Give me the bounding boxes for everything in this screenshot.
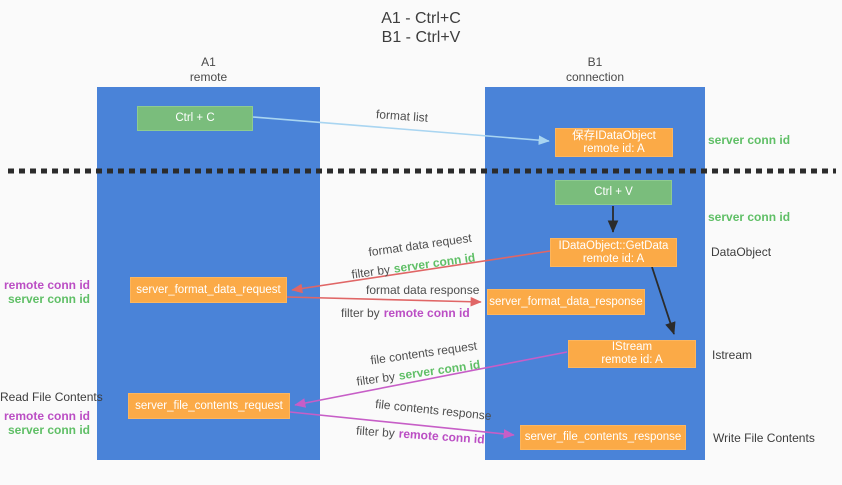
format-response-label: server_format_data_response (489, 295, 643, 308)
lane-a1-title: A1 (201, 55, 216, 69)
node-server-file-contents-response: server_file_contents_response (520, 425, 686, 450)
node-save-idataobject: 保存IDataObject remote id: A (555, 128, 673, 157)
node-istream: IStream remote id: A (568, 340, 696, 368)
file-response-label: server_file_contents_response (524, 431, 682, 443)
istream-line2: remote id: A (601, 354, 663, 366)
annot-remote-conn-id-mid: remote conn id (3, 278, 90, 292)
node-ctrl-v: Ctrl + V (555, 180, 672, 205)
save-idataobject-line1: 保存IDataObject (572, 129, 656, 142)
istream-line1: IStream (611, 341, 653, 353)
arrow-file-contents-response (289, 411, 515, 439)
arrow-format-data-response (286, 296, 482, 307)
node-server-format-data-response: server_format_data_response (487, 289, 645, 315)
title-line-2: B1 - Ctrl+V (381, 29, 461, 46)
annot-server-conn-id-bottom: server conn id (7, 423, 90, 437)
lane-b1-subtitle: connection (565, 70, 625, 84)
getdata-line2: remote id: A (582, 252, 645, 265)
node-server-format-data-request: server_format_data_request (130, 277, 287, 303)
lane-b1-title: B1 (587, 55, 603, 69)
annot-istream: Istream (712, 348, 753, 362)
filter-by-prefix: filter by (355, 423, 396, 441)
getdata-line1: IDataObject::GetData (558, 239, 669, 252)
annot-dataobject: DataObject (711, 245, 772, 259)
node-ctrl-c: Ctrl + C (137, 106, 253, 131)
arrow-format-data-request (291, 250, 551, 294)
annot-remote-conn-id-bottom: remote conn id (3, 409, 90, 423)
annot-server-conn-id-right-2: server conn id (708, 210, 791, 224)
node-idataobject-getdata: IDataObject::GetData remote id: A (550, 238, 677, 267)
arrow-format-list (252, 116, 550, 145)
annot-read-file-contents: Read File Contents (0, 390, 103, 404)
filter-by-prefix: filter by (341, 306, 380, 320)
save-idataobject-line2: remote id: A (583, 142, 645, 155)
annot-server-conn-id-mid: server conn id (7, 292, 90, 306)
annot-server-conn-id-right-1: server conn id (708, 133, 791, 147)
title-line-1: A1 - Ctrl+C (381, 10, 461, 27)
format-request-label: server_format_data_request (136, 283, 281, 296)
ctrl-v-label: Ctrl + V (594, 186, 633, 198)
lane-header-b1: B1 connection (485, 55, 705, 85)
annot-write-file-contents: Write File Contents (713, 431, 815, 445)
arrow-file-contents-request (294, 351, 568, 408)
file-request-label: server_file_contents_request (135, 399, 283, 412)
node-server-file-contents-request: server_file_contents_request (128, 393, 290, 419)
lane-header-a1: A1 remote (97, 55, 320, 85)
diagram-title: A1 - Ctrl+C B1 - Ctrl+V (0, 9, 842, 47)
arrow-getdata-to-istream (651, 266, 676, 335)
label-format-data-response: format data response (366, 283, 480, 297)
remote-conn-id-text: remote conn id (383, 306, 470, 320)
lane-a1-subtitle: remote (189, 70, 228, 84)
ctrl-c-label: Ctrl + C (175, 112, 215, 124)
